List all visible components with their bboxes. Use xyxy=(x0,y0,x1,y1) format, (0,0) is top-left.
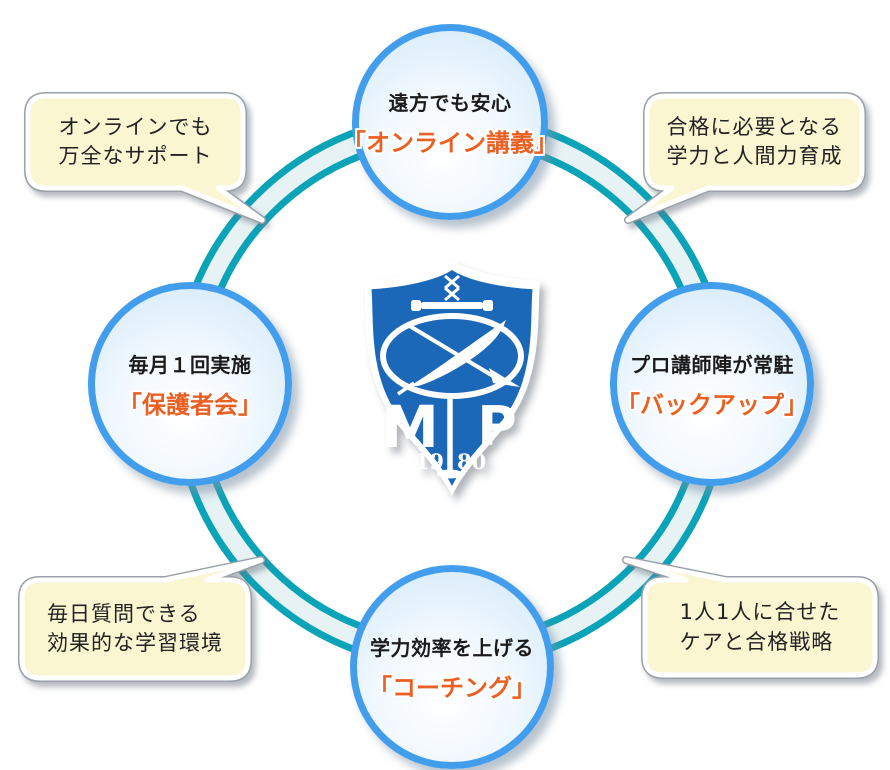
speech-bubble-shape xyxy=(24,92,266,224)
bubble-line: 合格に必要となる xyxy=(666,114,842,139)
pen-shaft-icon xyxy=(406,323,500,381)
crest-staff-foot xyxy=(437,469,463,479)
crossbar-left-knob xyxy=(411,300,421,311)
crossbar-right-knob xyxy=(483,300,493,311)
node-keyword: 「保護者会」 xyxy=(118,390,262,419)
node-coaching: 学力効率を上げる 「コーチング」 xyxy=(350,565,554,769)
bubble-learning-environment: 毎日質問できる 効果的な学習環境 xyxy=(15,552,275,692)
node-online-lecture: 遠方でも安心 「オンライン講義」 xyxy=(342,24,558,220)
bubble-line: 万全なサポート xyxy=(58,144,213,168)
bubble-text: 1人1人に合せた ケアと合格戦略 xyxy=(645,580,875,675)
quill-nib-icon xyxy=(397,381,415,396)
node-caption: 遠方でも安心 xyxy=(388,90,512,115)
bubble-body xyxy=(19,557,264,681)
bubble-line: 学力と人間力育成 xyxy=(666,144,843,168)
node-keyword: 「コーチング」 xyxy=(368,673,536,702)
crest-letter-m: M xyxy=(381,393,439,461)
bubble-care-strategy: 1人1人に合せた ケアと合格戦略 xyxy=(618,552,880,692)
bubble-line: 効果的な学習環境 xyxy=(47,631,223,655)
speech-bubble-shape xyxy=(18,556,265,682)
node-keyword: 「オンライン講義」 xyxy=(342,128,558,157)
node-caption: 学力効率を上げる xyxy=(370,635,534,660)
crest-year-left: 19 xyxy=(415,449,444,474)
bubble-text: オンラインでも 万全なサポート xyxy=(28,96,243,188)
shield-crest-icon: M P 19 80 xyxy=(364,260,540,496)
bubble-online-support: オンラインでも 万全なサポート xyxy=(22,88,272,233)
bubble-ability-development: 合格に必要となる 学力と人間力育成 xyxy=(618,88,868,233)
pen-tip-icon xyxy=(489,368,520,387)
mp-school-crest: M P 19 80 xyxy=(352,256,552,504)
knot-ornament-icon xyxy=(444,274,460,302)
crest-crossbar xyxy=(420,302,484,309)
bubble-body xyxy=(625,93,865,223)
bubble-line: オンラインでも xyxy=(58,114,213,139)
node-keyword: 「バックアップ」 xyxy=(616,390,808,419)
bubble-line: ケアと合格戦略 xyxy=(679,629,834,654)
crest-details: M P 19 80 xyxy=(380,274,524,479)
bubble-body xyxy=(623,557,878,678)
node-backup: プロ講師陣が常駐 「バックアップ」 xyxy=(610,282,814,486)
speech-bubble-shape xyxy=(622,556,879,679)
crest-letter-p: P xyxy=(477,395,517,458)
bubble-line: 1人1人に合せた xyxy=(679,600,841,625)
bubble-text: 毎日質問できる 効果的な学習環境 xyxy=(22,580,248,678)
crest-year-right: 80 xyxy=(457,449,486,474)
bubble-body xyxy=(25,93,265,223)
node-caption: プロ講師陣が常駐 xyxy=(630,352,794,377)
speech-bubble-shape xyxy=(624,92,866,224)
node-caption: 毎月１回実施 xyxy=(128,352,252,377)
node-parents-meeting: 毎月１回実施 「保護者会」 xyxy=(88,282,292,486)
bubble-line: 毎日質問できる xyxy=(47,601,201,626)
bubble-text: 合格に必要となる 学力と人間力育成 xyxy=(647,96,862,188)
